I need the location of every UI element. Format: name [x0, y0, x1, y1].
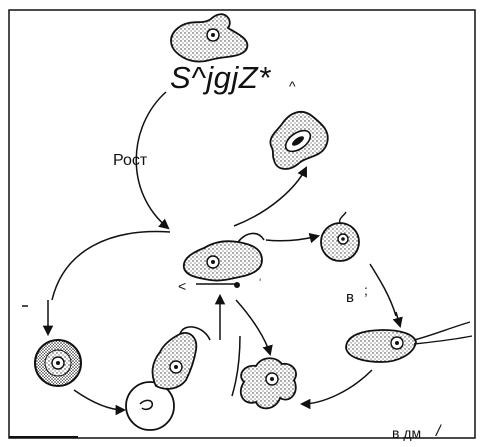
label-b-right: в [346, 289, 354, 306]
cell-excystation [126, 327, 210, 430]
cell-flagellate-round [321, 212, 359, 261]
cell-top [171, 14, 247, 61]
semicolon-mark: ; [364, 282, 368, 298]
label-b-bottom: в дм [392, 425, 421, 441]
title-garbled-text: S^jgjZ* [170, 60, 271, 96]
tick-mark: ' [259, 276, 261, 290]
cell-upper-right [270, 112, 327, 169]
growth-label: Рост [113, 152, 147, 170]
less-than-mark: < [178, 278, 186, 294]
cell-flagellate-long [346, 322, 472, 362]
slash-mark: / [436, 423, 440, 441]
cell-amoeba-bottom [241, 358, 296, 408]
cell-center [184, 233, 264, 280]
cyst-left [35, 340, 81, 386]
title-caret-mark: ^ [289, 78, 296, 94]
